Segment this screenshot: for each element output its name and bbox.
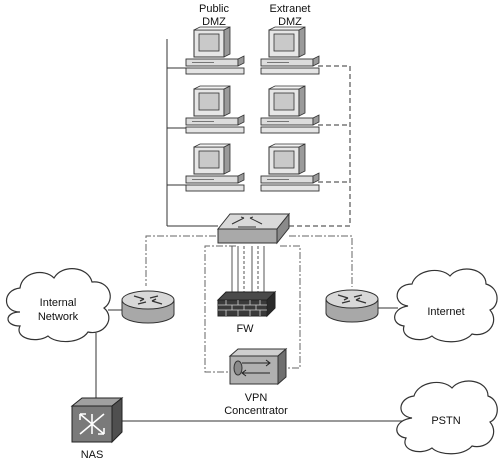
- firewall-brick-icon: [216, 290, 277, 318]
- desktop-computer-icon: [185, 26, 245, 75]
- vpn-concentrator-icon: [228, 347, 288, 386]
- internet-cloud-icon: [394, 268, 498, 343]
- vpn-label-line2: Concentrator: [224, 405, 288, 417]
- extranet-dmz-label-line1: Extranet: [270, 3, 311, 15]
- internal-network-label-line1: Internal: [40, 297, 77, 309]
- vpn-label-line1: VPN: [245, 392, 268, 404]
- desktop-computer-icon: [185, 143, 245, 192]
- desktop-computer-icon: [185, 85, 245, 134]
- switch-firewall-links: [231, 246, 265, 292]
- internal-network-label-line2: Network: [38, 311, 79, 323]
- fw-label: FW: [236, 323, 254, 335]
- pstn-cloud-icon: [396, 380, 498, 455]
- connection-lines: [95, 39, 404, 422]
- pstn-label: PSTN: [431, 415, 460, 427]
- nas-label: NAS: [81, 449, 104, 461]
- multilayer-switch-icon: [216, 212, 291, 245]
- internet-label: Internet: [427, 306, 464, 318]
- desktop-computer-icon: [260, 85, 320, 134]
- public-dmz-label-line1: Public: [199, 3, 229, 15]
- extranet-dmz-label-line2: DMZ: [278, 16, 302, 28]
- public-dmz-label-line2: DMZ: [202, 16, 226, 28]
- extranet-dmz-bus: [289, 65, 351, 227]
- desktop-computer-icon: [260, 143, 320, 192]
- internal-network-cloud-icon: [5, 268, 111, 343]
- internet-router-icon: [325, 289, 379, 323]
- extranet-dmz-hosts: [260, 26, 320, 192]
- internal-router-icon: [121, 290, 175, 324]
- switch-router-links: [145, 235, 353, 373]
- public-dmz-hosts: [185, 26, 245, 192]
- desktop-computer-icon: [260, 26, 320, 75]
- access-server-icon: [70, 396, 124, 444]
